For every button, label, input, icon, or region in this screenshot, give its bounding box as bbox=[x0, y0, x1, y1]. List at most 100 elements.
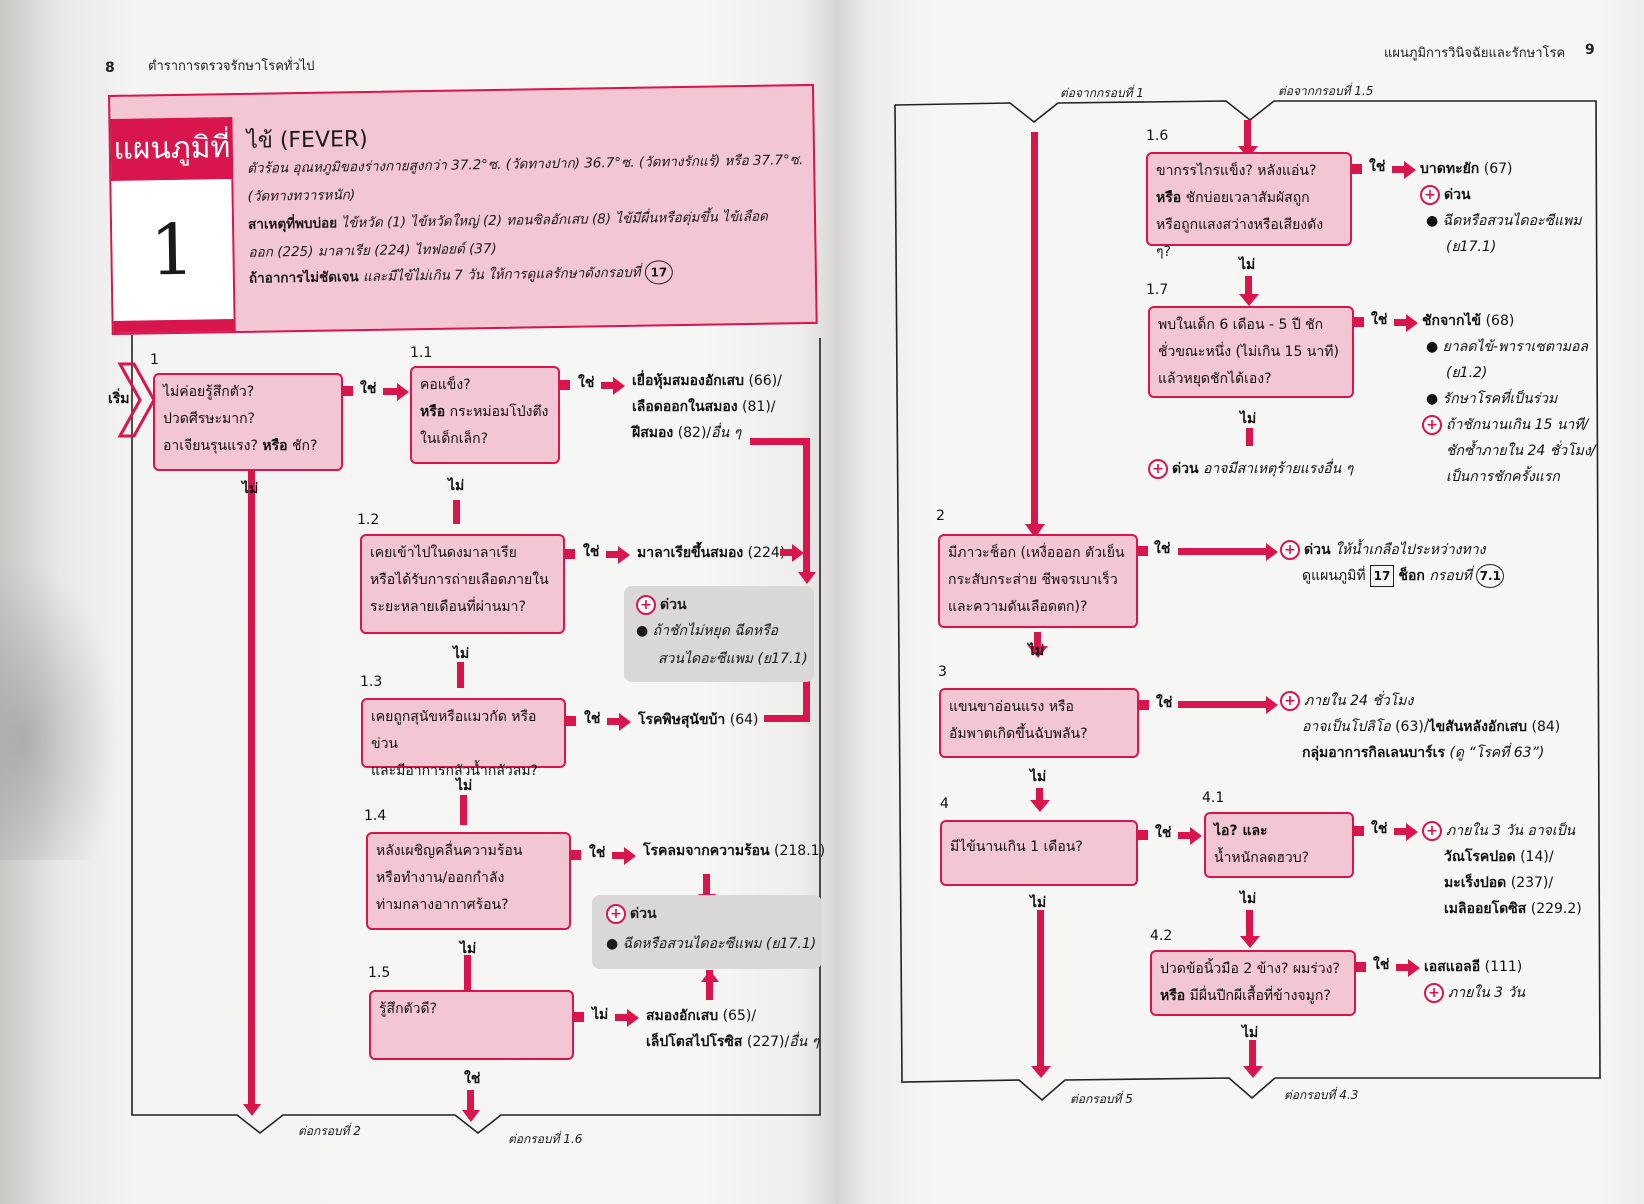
decision-16: ขากรรไกรแข็ง? หลังแอ่น? หรือ ชักบ่อยเวลา… bbox=[1146, 152, 1352, 260]
step-15-num: 1.5 bbox=[368, 965, 391, 981]
step-11-num: 1.1 bbox=[410, 345, 433, 361]
d3-line1: แขนขาอ่อนแรง หรือ bbox=[949, 699, 1074, 715]
yes-mark-16 bbox=[1352, 164, 1362, 174]
cont-label-43: ต่อกรอบที่ 4.3 bbox=[1284, 1088, 1359, 1102]
decision-13: เคยถูกสุนัขหรือแมวกัด หรือข่วน และมีอากา… bbox=[361, 698, 566, 779]
yes-mark-41 bbox=[1354, 826, 1364, 836]
r2-f: กรอบที่ bbox=[1429, 568, 1472, 584]
arrow-yes-3 bbox=[1178, 701, 1266, 708]
r41-f: (237)/ bbox=[1510, 875, 1554, 891]
arrow-yes-11 bbox=[601, 382, 613, 389]
cont-label-2: ต่อกรอบที่ 2 bbox=[298, 1124, 361, 1138]
urgent-2-label: ด่วน bbox=[630, 906, 657, 922]
no-label-4: ไม่ bbox=[1030, 895, 1047, 911]
yes-mark-42 bbox=[1356, 962, 1366, 972]
r17-g: ชักซ้ำภายใน 24 ชั่วโมง/ bbox=[1446, 443, 1596, 459]
arrow-no-17 bbox=[1246, 428, 1253, 446]
decision-14: หลังเผชิญคลื่นความร้อน หรือทำงาน/ออกกำลั… bbox=[366, 832, 571, 930]
d14-line3: ท่ามกลางอากาศร้อน? bbox=[376, 897, 509, 913]
arrow-yes-13 bbox=[607, 718, 619, 725]
yes-label-14: ใช่ bbox=[589, 845, 606, 861]
r16-a: บาดทะยัก bbox=[1420, 161, 1480, 177]
d1-line3c: ชัก? bbox=[292, 438, 318, 454]
result-15: สมองอักเสบ (65)/ เล็ปโตสไปโรซิส (227)/อื… bbox=[646, 1003, 819, 1055]
result-13: โรคพิษสุนัขบ้า (64) bbox=[638, 707, 759, 733]
result-2: +ด่วน ให้น้ำเกลือไประหว่างทาง ดูแผนภูมิท… bbox=[1280, 537, 1505, 589]
step-41-num: 4.1 bbox=[1202, 790, 1225, 806]
r2-d: 17 bbox=[1370, 565, 1395, 587]
arrow-r13-right bbox=[764, 715, 810, 722]
r16-d: (ย17.1) bbox=[1446, 239, 1497, 255]
yes-label-4: ใช่ bbox=[1155, 825, 1172, 841]
arrow-no-15 bbox=[615, 1014, 627, 1021]
from-label-1: ต่อจากกรอบที่ 1 bbox=[1060, 86, 1144, 100]
r11-3a: ฝีสมอง bbox=[632, 425, 674, 441]
no-label-1: ไม่ bbox=[242, 481, 259, 497]
arrowhead-yes-12 bbox=[618, 546, 630, 564]
r2-a: ด่วน bbox=[1304, 542, 1331, 558]
urgent-1-label: ด่วน bbox=[660, 597, 687, 613]
d16-line3: หรือถูกแสงสว่างหรือเสียงดัง ๆ? bbox=[1156, 217, 1324, 260]
book-title: ตำราการตรวจรักษาโรคทั่วไป bbox=[148, 59, 315, 74]
arrowhead-yes-42 bbox=[1408, 959, 1420, 977]
d16-line2b: ชักบ่อยเวลาสัมผัสถูก bbox=[1185, 190, 1310, 206]
d1-line3a: อาเจียนรุนแรง? bbox=[163, 438, 258, 454]
page-number-right: 9 bbox=[1585, 42, 1595, 58]
arrow-r13-up bbox=[803, 680, 810, 722]
yes-label-41: ใช่ bbox=[1371, 821, 1388, 837]
d12-line3: ระยะหลายเดือนที่ผ่านมา? bbox=[370, 599, 526, 615]
arrowhead-no-41 bbox=[1240, 936, 1260, 948]
r11-3c: อื่น ๆ bbox=[711, 425, 742, 441]
plus-icon: + bbox=[636, 595, 656, 615]
arrow-yes-12 bbox=[606, 551, 618, 558]
r14-b: (218.1) bbox=[774, 843, 826, 859]
d42-line2b: มีผื่นปีกผีเสื้อที่ข้างจมูก? bbox=[1189, 988, 1331, 1004]
d1-line2: ปวดศีรษะมาก? bbox=[163, 411, 255, 427]
d3-line2: อัมพาตเกิดขึ้นฉับพลัน? bbox=[949, 726, 1088, 742]
no-label-42: ไม่ bbox=[1242, 1025, 1259, 1041]
arrow-no-16 bbox=[1245, 276, 1252, 298]
arrowhead-yes-2 bbox=[1266, 543, 1278, 561]
r41-e: มะเร็งปอด bbox=[1444, 875, 1507, 891]
no-label-11: ไม่ bbox=[448, 478, 465, 494]
step-1-num: 1 bbox=[150, 352, 159, 368]
arrowhead-yes-41 bbox=[1406, 823, 1418, 841]
r17-a: ชักจากไข้ bbox=[1422, 313, 1482, 329]
r2-g: 7.1 bbox=[1476, 564, 1505, 588]
yes-label-2: ใช่ bbox=[1154, 541, 1171, 557]
r11-1b: (66)/ bbox=[748, 373, 782, 389]
plus-icon: + bbox=[1422, 415, 1442, 435]
decision-2: มีภาวะช็อก (เหงื่อออก ตัวเย็น กระสับกระส… bbox=[938, 534, 1138, 628]
r16-urgent: ด่วน bbox=[1444, 187, 1471, 203]
arrowhead-yes-17 bbox=[1406, 314, 1418, 332]
arrowhead-yes-11 bbox=[613, 377, 625, 395]
r41-b: อาจเป็น bbox=[1527, 823, 1576, 839]
plus-icon: + bbox=[606, 904, 626, 924]
no-label-2: ไม่ bbox=[1028, 643, 1045, 659]
r16-b: (67) bbox=[1483, 161, 1513, 177]
yes-label-13: ใช่ bbox=[584, 711, 601, 727]
r15-2c: อื่น ๆ bbox=[789, 1034, 820, 1050]
d16-line2a: หรือ bbox=[1156, 190, 1182, 206]
from-label-15: ต่อจากกรอบที่ 1.5 bbox=[1278, 84, 1374, 98]
arrowhead-no-3 bbox=[1030, 800, 1050, 812]
arrow-no-41 bbox=[1246, 910, 1253, 940]
r12-b: (224) bbox=[747, 545, 786, 561]
arrow-yes-16 bbox=[1392, 166, 1404, 173]
plus-icon: + bbox=[1424, 983, 1444, 1003]
decision-42: ปวดข้อนิ้วมือ 2 ข้าง? ผมร่วง? หรือ มีผื่… bbox=[1150, 950, 1356, 1016]
r17-f: ถ้าชักนานเกิน 15 นาที/ bbox=[1446, 417, 1589, 433]
result-41: +ภายใน 3 วัน อาจเป็น วัณโรคปอด (14)/ มะเ… bbox=[1422, 818, 1582, 922]
decision-17: พบในเด็ก 6 เดือน - 5 ปี ชัก ชั่วขณะหนึ่ง… bbox=[1148, 306, 1354, 398]
step-12-num: 1.2 bbox=[357, 512, 380, 528]
decision-4: มีไข้นานเกิน 1 เดือน? bbox=[940, 820, 1138, 886]
r12-a: มาลาเรียขึ้นสมอง bbox=[637, 545, 744, 561]
chapter-title: แผนภูมิการวินิจฉัยและรักษาโรค bbox=[1384, 46, 1566, 61]
arrow-no-12 bbox=[457, 662, 464, 688]
arrow-r11-right bbox=[750, 438, 810, 445]
result-3: +ภายใน 24 ชั่วโมง อาจเป็นโปลิโอ (63)/ไขส… bbox=[1280, 688, 1560, 766]
yes-mark-2 bbox=[1138, 546, 1148, 556]
d16-line1: ขากรรไกรแข็ง? หลังแอ่น? bbox=[1156, 163, 1317, 179]
no-label-12: ไม่ bbox=[453, 646, 470, 662]
d41-line2: น้ำหนักลดฮวบ? bbox=[1214, 850, 1310, 866]
